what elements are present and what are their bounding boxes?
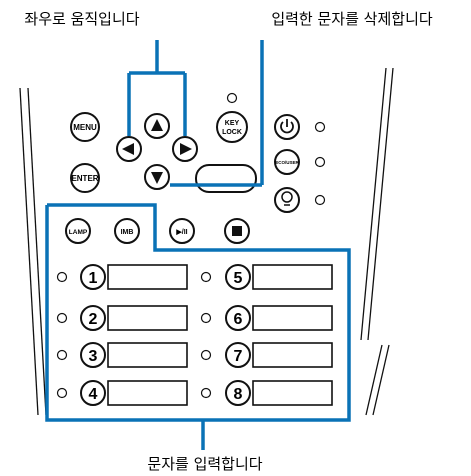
enter-button[interactable]: ENTER: [70, 163, 100, 193]
svg-text:ECO/USER: ECO/USER: [275, 160, 299, 165]
lightbulb-button[interactable]: [274, 187, 300, 213]
down-arrow-button[interactable]: [144, 164, 170, 190]
move-label: 좌우로 움직입니다: [24, 10, 139, 28]
memory-slot: [107, 342, 188, 368]
lamp-led: [314, 194, 326, 206]
memory-slot: [252, 264, 333, 290]
right-arrow-button[interactable]: [172, 136, 198, 162]
indicator-led: [226, 92, 238, 104]
menu-button[interactable]: MENU: [70, 112, 100, 142]
memory-led: [56, 312, 68, 324]
svg-text:ENTER: ENTER: [71, 174, 98, 183]
memory-slot: [252, 305, 333, 331]
memory-number: 7: [234, 348, 243, 365]
memory-led: [56, 271, 68, 283]
remote-body-outline: [19, 67, 394, 416]
play-pause-button[interactable]: ▶/II: [169, 218, 195, 244]
memory-led: [200, 349, 212, 361]
power-button[interactable]: [274, 114, 300, 140]
key-lock-button[interactable]: KEY LOCK: [216, 111, 248, 143]
power-led: [314, 121, 326, 133]
svg-text:LOCK: LOCK: [222, 129, 242, 136]
lamp-button[interactable]: LAMP: [65, 218, 91, 244]
memory-number: 2: [89, 311, 98, 328]
memory-slot: [252, 380, 333, 406]
memory-button-5[interactable]: 5: [200, 264, 333, 290]
memory-button-2[interactable]: 2: [56, 305, 188, 331]
memory-led: [200, 387, 212, 399]
enter-chars-label: 문자를 입력합니다: [147, 455, 262, 473]
memory-number: 6: [234, 311, 243, 328]
svg-text:MENU: MENU: [73, 123, 97, 132]
memory-led: [56, 387, 68, 399]
memory-led: [56, 349, 68, 361]
memory-button-6[interactable]: 6: [200, 305, 333, 331]
memory-button-7[interactable]: 7: [200, 342, 333, 368]
memory-led: [200, 312, 212, 324]
memory-button-3[interactable]: 3: [56, 342, 188, 368]
callout-lines: [45, 40, 351, 450]
stop-button[interactable]: [224, 218, 250, 244]
wide-button[interactable]: [195, 164, 257, 193]
memory-buttons: 1 2 3 4 5 6 7 8: [56, 264, 333, 406]
svg-text:KEY: KEY: [225, 120, 240, 127]
memory-slot: [107, 305, 188, 331]
memory-slot: [252, 342, 333, 368]
svg-text:▶/II: ▶/II: [175, 229, 187, 236]
memory-slot: [107, 380, 188, 406]
memory-number: 1: [89, 270, 98, 287]
svg-text:LAMP: LAMP: [69, 229, 88, 236]
memory-led: [200, 271, 212, 283]
memory-number: 4: [89, 386, 98, 403]
svg-text:IMB: IMB: [121, 229, 134, 236]
memory-button-4[interactable]: 4: [56, 380, 188, 406]
memory-button-8[interactable]: 8: [200, 380, 333, 406]
up-arrow-button[interactable]: [144, 113, 170, 139]
memory-number: 5: [234, 270, 243, 287]
memory-number: 8: [234, 386, 243, 403]
eco-led: [314, 156, 326, 168]
memory-button-1[interactable]: 1: [56, 264, 188, 290]
memory-slot: [107, 264, 188, 290]
memory-number: 3: [89, 348, 98, 365]
left-arrow-button[interactable]: [116, 136, 142, 162]
eco-user-button[interactable]: ECO/USER: [274, 149, 300, 175]
delete-label: 입력한 문자를 삭제합니다: [271, 10, 433, 28]
imb-button[interactable]: IMB: [114, 218, 140, 244]
